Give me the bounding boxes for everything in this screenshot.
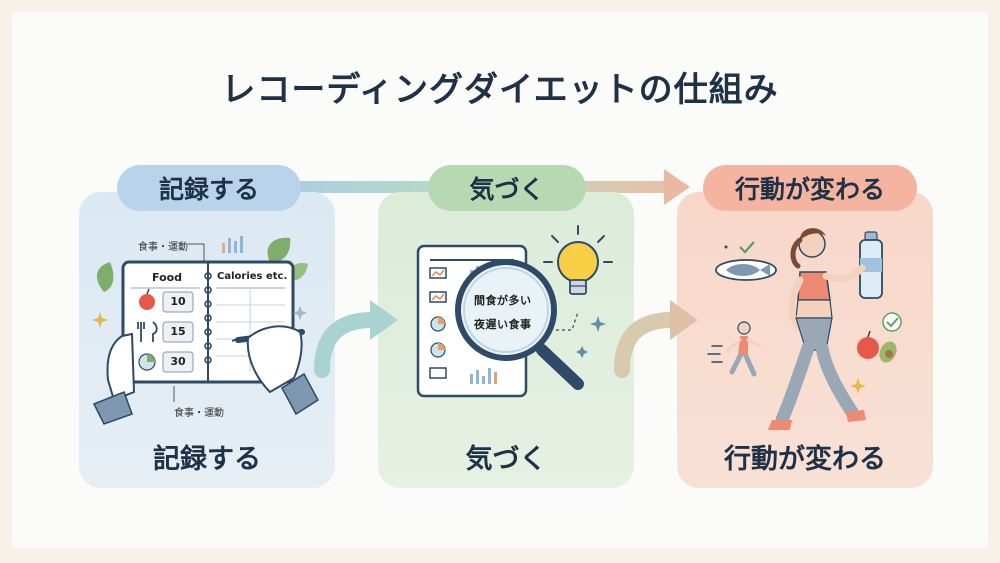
- curved-arrow-1-2: [314, 300, 398, 378]
- notebook-illustration: [92, 236, 319, 425]
- stage-caption-record: 記録する: [153, 444, 261, 475]
- stage-pill-notice: 気づく: [428, 165, 586, 211]
- active-woman-illustration: [707, 228, 902, 430]
- magnifier-icon: [455, 259, 584, 390]
- woman-figure: [768, 228, 866, 430]
- notebook-value-3: 30: [170, 355, 186, 368]
- curved-arrow-2-3: [614, 300, 698, 378]
- leaf-icon: [267, 237, 291, 263]
- fork-knife-icon: [137, 321, 158, 342]
- stage-pill-record: 記録する: [117, 165, 301, 211]
- lightbulb-icon: [543, 225, 613, 295]
- left-hand-icon: [92, 332, 136, 425]
- insight-late-meals: 夜遅い食事: [474, 318, 532, 331]
- check-icon: [739, 241, 755, 254]
- notebook-value-1: 10: [170, 295, 186, 308]
- runner-icon: [707, 321, 762, 377]
- stage-pill-change: 行動が変わる: [703, 165, 917, 211]
- notebook-label-top: 食事・運動: [138, 242, 188, 253]
- pie-chart-icon: [138, 353, 156, 371]
- stage-caption-notice: 気づく: [465, 444, 547, 475]
- insight-snacking: 間食が多い: [474, 294, 532, 307]
- page-title: レコーディングダイエットの仕組み: [221, 70, 779, 110]
- pen-hand-icon: [231, 325, 319, 416]
- fruit-icon: [857, 330, 897, 363]
- notebook-col-calories: Calories etc.: [217, 271, 288, 282]
- check-circle-icon: [882, 312, 902, 332]
- report-illustration: [416, 225, 613, 398]
- apple-icon: [139, 294, 155, 310]
- notebook-value-2: 15: [170, 325, 186, 338]
- notebook-col-food: Food: [152, 271, 183, 284]
- top-arrow-head: [664, 169, 690, 205]
- water-bottle-icon: [859, 231, 883, 299]
- stage-caption-change: 行動が変わる: [724, 444, 886, 475]
- leaf-icon: [96, 262, 114, 292]
- notebook-label-bottom: 食事・運動: [174, 408, 224, 419]
